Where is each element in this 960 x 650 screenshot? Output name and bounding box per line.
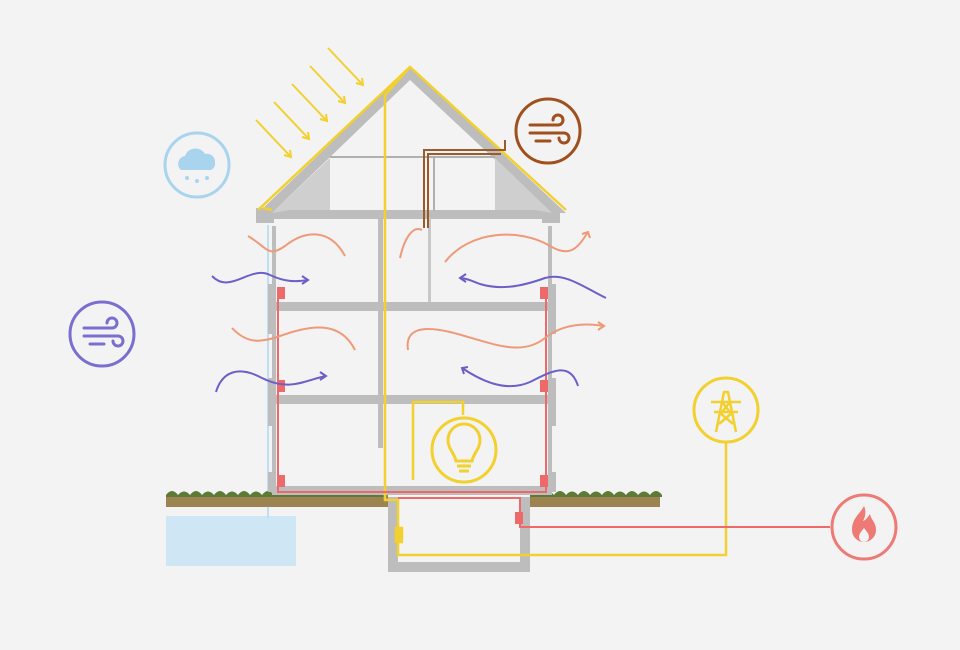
- heating-system: [277, 287, 830, 528]
- rainwater-tank: [166, 516, 296, 566]
- exhaust-duct: [423, 140, 506, 228]
- flame-icon: [830, 493, 898, 561]
- house-structure: [256, 67, 566, 495]
- electric-lines: [257, 65, 728, 557]
- warm-air-flows: [231, 228, 606, 351]
- lightbulb-icon: [430, 416, 498, 484]
- basement: [388, 497, 530, 572]
- cool-air-flows: [211, 272, 607, 393]
- solar-rays: [255, 47, 365, 159]
- power-pylon-icon: [692, 376, 760, 444]
- wind-icon: [68, 300, 136, 368]
- exhaust-wind-icon: [514, 97, 582, 165]
- rain-cloud-icon: [163, 131, 231, 199]
